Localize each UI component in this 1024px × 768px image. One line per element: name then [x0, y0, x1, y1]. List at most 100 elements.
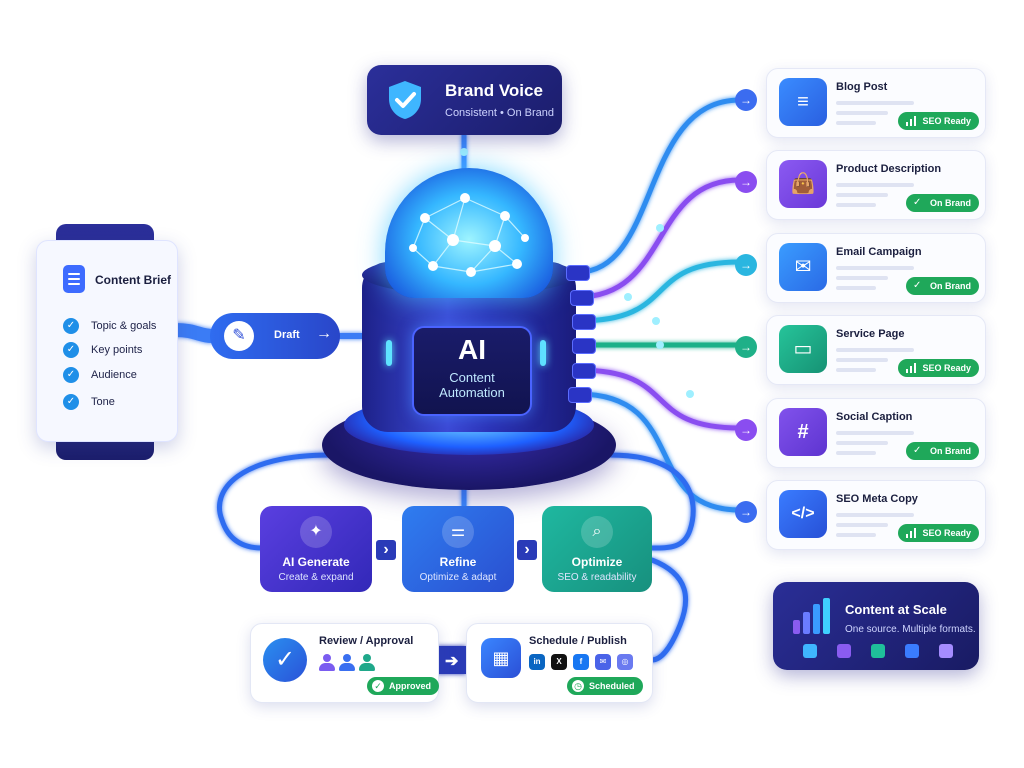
output-blog-post[interactable]: → ≡ Blog Post SEO Ready [735, 68, 986, 138]
check-icon: ✓ [63, 342, 79, 358]
bar-chart-icon [906, 528, 917, 538]
magnifier-icon: ⌕ [581, 516, 613, 548]
scale-subtitle: One source. Multiple formats. [845, 624, 976, 635]
wire-out-3 [575, 259, 743, 324]
output-port [572, 338, 596, 354]
content-brief-card[interactable]: Content Brief ✓ Topic & goals ✓ Key poin… [36, 240, 178, 442]
seo-ready-badge: SEO Ready [898, 112, 979, 130]
stage-subtitle: Create & expand [278, 572, 354, 583]
check-icon: ✓ [912, 280, 922, 291]
calendar-icon: ▦ [481, 638, 521, 678]
seo-ready-badge: SEO Ready [898, 359, 979, 377]
on-brand-badge: ✓ On Brand [905, 277, 979, 295]
browser-window-icon: ▭ [779, 325, 827, 373]
check-icon: ✓ [63, 318, 79, 334]
output-seo-meta-copy[interactable]: → </> SEO Meta Copy SEO Ready [735, 480, 986, 550]
on-brand-badge: ✓ On Brand [905, 194, 979, 212]
stage-optimize[interactable]: ⌕ Optimize SEO & readability [542, 506, 652, 592]
instagram-icon[interactable]: ◎ [617, 654, 633, 670]
on-brand-badge: ✓ On Brand [905, 442, 979, 460]
brand-voice-title: Brand Voice [445, 81, 543, 100]
brand-voice-card[interactable]: Brand Voice Consistent • On Brand [367, 65, 562, 135]
email-icon[interactable]: ✉ [595, 654, 611, 670]
bar-chart-icon [906, 363, 917, 373]
output-title: Service Page [836, 328, 905, 340]
format-chip [905, 644, 919, 658]
wire-out-1 [575, 97, 743, 275]
bar-chart-icon [793, 598, 830, 634]
output-port [572, 363, 596, 379]
core-side-light [540, 340, 546, 366]
output-title: Product Description [836, 163, 942, 175]
format-chip [871, 644, 885, 658]
approved-badge: ✓ Approved [367, 677, 440, 695]
core-side-light [386, 340, 392, 366]
wire-out-6 [575, 391, 743, 513]
output-title: Email Campaign [836, 246, 922, 258]
neural-dome [385, 168, 553, 298]
schedule-title: Schedule / Publish [529, 635, 627, 647]
output-email-campaign[interactable]: → ✉ Email Campaign ✓ On Brand [735, 233, 986, 303]
output-title: Blog Post [836, 81, 888, 93]
hashtag-icon: # [779, 408, 827, 456]
user-icon [319, 654, 335, 672]
arrow-right-icon: → [735, 501, 757, 523]
scheduled-badge: ◷ Scheduled [567, 677, 643, 695]
stage-refine[interactable]: ⚌ Refine Optimize & adapt [402, 506, 514, 592]
output-service-page[interactable]: → ▭ Service Page SEO Ready [735, 315, 986, 385]
wire-out-5 [575, 367, 743, 431]
arrow-right-icon: → [316, 325, 332, 342]
scale-title: Content at Scale [845, 602, 947, 617]
wire-out-2 [575, 177, 743, 300]
user-icon [359, 654, 375, 672]
arrow-right-icon: → [735, 419, 757, 441]
wire-loop-right [607, 452, 696, 551]
wire-to-schedule [649, 557, 689, 663]
check-icon: ✓ [912, 197, 922, 208]
stage-ai-generate[interactable]: ✦ AI Generate Create & expand [260, 506, 372, 592]
clock-icon: ◷ [572, 680, 584, 692]
draft-label: Draft [274, 329, 300, 341]
arrow-right-icon: → [735, 336, 757, 358]
arrow-right-icon: → [735, 254, 757, 276]
check-circle-icon: ✓ [263, 638, 307, 682]
sliders-icon: ⚌ [442, 516, 474, 548]
format-chip [837, 644, 851, 658]
stage-subtitle: SEO & readability [557, 572, 637, 583]
tag-icon: ✓ [372, 680, 384, 692]
chevron-right-icon: › [376, 540, 396, 560]
format-chip [939, 644, 953, 658]
output-port [572, 314, 596, 330]
stage-title: Refine [439, 555, 477, 569]
output-port [570, 290, 594, 306]
sparkle-icon: ✦ [300, 516, 332, 548]
brand-voice-subtitle: Consistent • On Brand [445, 107, 555, 119]
core-line-1: Content [449, 370, 495, 385]
core-line-2: Automation [439, 385, 505, 400]
wire-brief [169, 323, 219, 343]
facebook-icon[interactable]: f [573, 654, 589, 670]
output-product-description[interactable]: → 👜 Product Description ✓ On Brand [735, 150, 986, 220]
draft-pill[interactable]: ✎ Draft → [210, 313, 340, 359]
output-title: Social Caption [836, 411, 913, 423]
review-approval-card[interactable]: ✓ Review / Approval ✓ Approved [250, 623, 440, 703]
content-at-scale-card[interactable]: Content at Scale One source. Multiple fo… [773, 582, 979, 670]
check-icon: ✓ [63, 394, 79, 410]
code-icon: </> [779, 490, 827, 538]
user-icon [339, 654, 355, 672]
bar-chart-icon [906, 116, 917, 126]
linkedin-icon[interactable]: in [529, 654, 545, 670]
seo-ready-badge: SEO Ready [898, 524, 979, 542]
x-icon[interactable]: X [551, 654, 567, 670]
schedule-publish-card[interactable]: ▦ Schedule / Publish in X f ✉ ◎ ◷ Schedu… [466, 623, 653, 703]
envelope-icon: ✉ [779, 243, 827, 291]
core-title: AI [458, 334, 486, 365]
chevron-right-icon: › [517, 540, 537, 560]
check-icon: ✓ [63, 367, 79, 383]
review-title: Review / Approval [319, 635, 414, 647]
output-port [568, 387, 592, 403]
format-chip [803, 644, 817, 658]
output-social-caption[interactable]: → # Social Caption ✓ On Brand [735, 398, 986, 468]
shield-check-icon [389, 81, 421, 119]
output-port [566, 265, 590, 281]
